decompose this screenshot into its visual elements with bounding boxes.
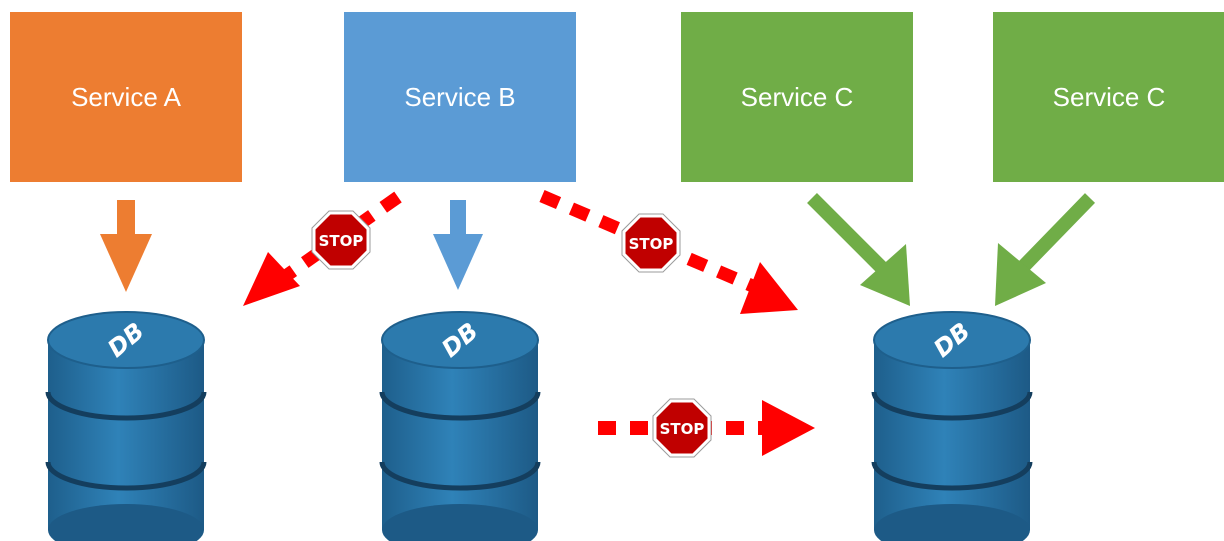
database-3: DB [871,311,1033,541]
stop-sign-1: STOP [311,210,371,270]
service-c-label-1: Service C [740,81,854,112]
database-2: DB [379,311,541,541]
stop-sign-2-label: STOP [629,235,674,253]
stop-sign-2: STOP [621,213,681,273]
stop-sign-3-label: STOP [660,420,705,438]
service-c-box-2: Service C [993,12,1224,182]
database-1: DB [45,311,207,541]
service-c-box-1: Service C [681,12,913,182]
service-b-box: Service B [344,12,576,182]
arrow-service-a-to-db1 [100,200,152,292]
forbidden-arrow-db2-to-db3 [598,400,815,456]
arrow-service-b-to-db2 [433,200,483,290]
forbidden-arrow-b-to-db3 [539,190,798,314]
service-a-label: Service A [71,81,181,112]
service-c-label-2: Service C [1052,81,1166,112]
service-a-box: Service A [10,12,242,182]
stop-sign-1-label: STOP [319,232,364,250]
arrow-service-c1-to-db3 [807,193,910,306]
stop-sign-3: STOP [652,398,712,458]
arrow-service-c2-to-db3 [995,193,1096,306]
service-b-label: Service B [404,81,516,112]
